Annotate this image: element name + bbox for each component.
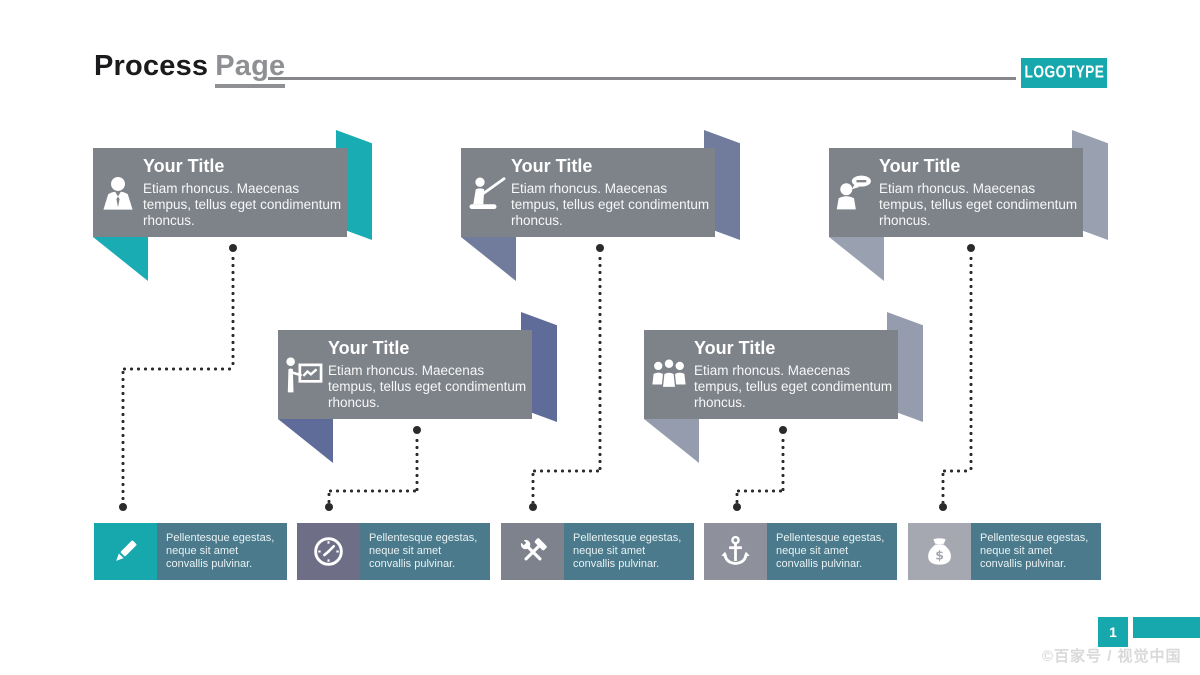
anchor-icon xyxy=(704,523,767,580)
banner-title: Your Title xyxy=(511,156,593,177)
step-text: Pellentesque egestas, neque sit amet con… xyxy=(157,523,287,580)
banner-body-text: Etiam rhoncus. Maecenas tempus, tellus e… xyxy=(143,181,342,228)
banner-card-2: Your Title Etiam rhoncus. Maecenas tempu… xyxy=(461,130,740,282)
step-box-2: Pellentesque egestas, neque sit amet con… xyxy=(297,523,490,580)
header-divider xyxy=(268,77,1016,80)
clock-icon xyxy=(297,523,360,580)
banner-card-3: Your Title Etiam rhoncus. Maecenas tempu… xyxy=(829,130,1108,282)
team-icon xyxy=(644,356,694,393)
tools-icon xyxy=(501,523,564,580)
step-text: Pellentesque egestas, neque sit amet con… xyxy=(971,523,1101,580)
banner-body-text: Etiam rhoncus. Maecenas tempus, tellus e… xyxy=(328,363,527,410)
banner-card-1: Your Title Etiam rhoncus. Maecenas tempu… xyxy=(93,130,372,282)
page-title-primary: Process xyxy=(94,50,209,82)
banner-body-text: Etiam rhoncus. Maecenas tempus, tellus e… xyxy=(694,363,893,410)
pencil-icon xyxy=(94,523,157,580)
teacher-icon xyxy=(461,175,511,211)
banner-title: Your Title xyxy=(879,156,961,177)
banner-title: Your Title xyxy=(143,156,225,177)
ribbon-corner xyxy=(829,237,884,281)
banner-card-4: Your Title Etiam rhoncus. Maecenas tempu… xyxy=(278,312,557,464)
logotype-label: LOGOTYPE xyxy=(1024,63,1104,82)
ribbon-corner xyxy=(278,419,333,463)
step-box-3: Pellentesque egestas, neque sit amet con… xyxy=(501,523,694,580)
svg-text:$: $ xyxy=(935,547,944,562)
money-bag-icon: $ xyxy=(908,523,971,580)
step-text: Pellentesque egestas, neque sit amet con… xyxy=(360,523,490,580)
logotype-badge: LOGOTYPE xyxy=(1021,58,1107,88)
ribbon-corner xyxy=(461,237,516,281)
step-text: Pellentesque egestas, neque sit amet con… xyxy=(564,523,694,580)
footer-accent-bar xyxy=(1133,617,1200,638)
page-title-secondary: Page xyxy=(215,50,286,88)
ribbon-corner xyxy=(644,419,699,463)
step-box-4: Pellentesque egestas, neque sit amet con… xyxy=(704,523,897,580)
step-text: Pellentesque egestas, neque sit amet con… xyxy=(767,523,897,580)
banner-card-5: Your Title Etiam rhoncus. Maecenas tempu… xyxy=(644,312,923,464)
step-box-1: Pellentesque egestas, neque sit amet con… xyxy=(94,523,287,580)
ribbon-corner xyxy=(93,237,148,281)
banner-title: Your Title xyxy=(694,338,776,359)
banner-body-text: Etiam rhoncus. Maecenas tempus, tellus e… xyxy=(879,181,1078,228)
page-number-badge: 1 xyxy=(1098,617,1128,647)
banner-title: Your Title xyxy=(328,338,410,359)
businessman-icon xyxy=(93,174,143,212)
banner-body-text: Etiam rhoncus. Maecenas tempus, tellus e… xyxy=(511,181,710,228)
person-speech-bubble-icon xyxy=(829,174,879,211)
presenter-chart-icon xyxy=(278,356,328,394)
step-box-5: $ Pellentesque egestas, neque sit amet c… xyxy=(908,523,1101,580)
watermark: ©百家号 / 视觉中国 xyxy=(1042,648,1182,665)
